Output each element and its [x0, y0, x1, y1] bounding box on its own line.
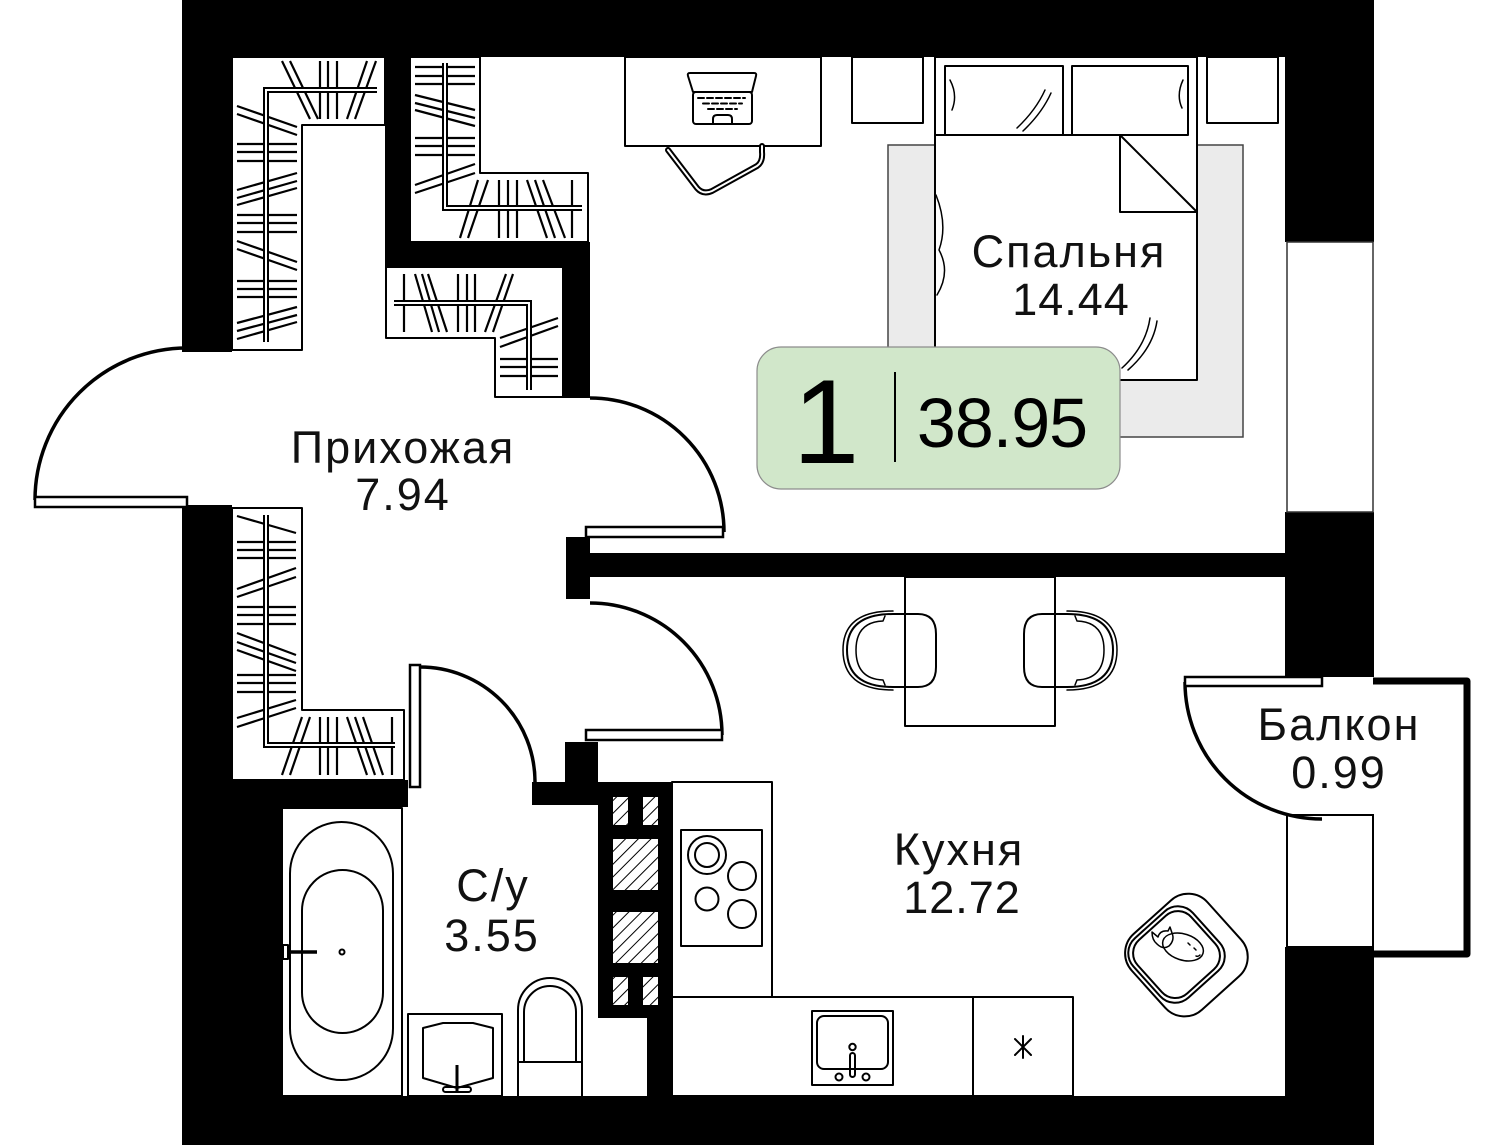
laptop-icon [686, 72, 758, 125]
bedroom-door-icon [584, 396, 726, 539]
badge-background [756, 346, 1121, 490]
pillow-right [1071, 65, 1189, 136]
room-area-bedroom: 14.44 [1012, 274, 1130, 325]
washbasin-icon [407, 1013, 503, 1097]
room-bathroom: С/у 3.55 [444, 860, 540, 961]
wall-door-jamb-upper [566, 537, 590, 599]
ventilation-hatches [613, 797, 658, 1005]
double-bed-icon [934, 56, 1198, 381]
room-area-kitchen: 12.72 [903, 872, 1021, 923]
wall-wardrobe-divider [385, 57, 410, 268]
room-balcony: Балкон 0.99 [1258, 699, 1421, 798]
wall-wardrobe-right [563, 242, 590, 398]
dining-table-icon [904, 576, 1056, 727]
wall-bathroom-left [182, 780, 282, 1145]
wall-bedroom-kitchen [566, 553, 1285, 577]
ventilation-shaft-icon [598, 782, 672, 1018]
pillow-left [944, 65, 1064, 136]
wall-left-upper [182, 0, 232, 352]
wall-right-middle [1285, 512, 1374, 677]
stove-counter [671, 781, 773, 998]
desk-icon [624, 56, 822, 147]
room-area-bathroom: 3.55 [444, 910, 540, 961]
room-area-balcony: 0.99 [1291, 747, 1387, 798]
room-hallway: Прихожая 7.94 [291, 422, 516, 520]
room-name-bedroom: Спальня [972, 226, 1167, 277]
room-name-hallway: Прихожая [291, 422, 516, 473]
kitchen-door-icon [584, 601, 724, 742]
badge-room-count: 1 [793, 355, 860, 489]
lower-counter [671, 996, 1074, 1097]
toilet-icon [517, 977, 583, 1097]
room-bedroom: Спальня 14.44 [972, 226, 1167, 325]
entry-door-icon [33, 346, 189, 509]
room-area-hallway: 7.94 [355, 469, 451, 520]
window-bedroom [1286, 241, 1374, 513]
bathroom-door-icon [408, 663, 537, 789]
bathtub-icon [281, 807, 403, 1097]
wardrobe-top-left [231, 56, 386, 351]
nightstand-left [851, 56, 924, 124]
fridge-icon [1014, 1035, 1032, 1059]
room-kitchen: Кухня 12.72 [894, 824, 1024, 923]
room-name-kitchen: Кухня [894, 824, 1024, 875]
wardrobe-bottom-left [231, 507, 405, 781]
wall-top [182, 0, 1374, 57]
window-balcony [1286, 814, 1374, 948]
cat-icon [1151, 926, 1205, 962]
nightstand-right [1206, 56, 1279, 124]
wardrobe-top-middle [409, 56, 589, 243]
dining-chair-left [842, 610, 937, 691]
wall-right-bottom [1285, 947, 1374, 1145]
balcony-door-icon [1183, 675, 1324, 821]
wardrobe-middle [385, 266, 564, 398]
badge-total-area: 38.95 [917, 384, 1087, 462]
wall-hall-bathroom [232, 780, 408, 807]
desk-chair-icon [665, 143, 766, 196]
armchair-with-cat-icon [1124, 892, 1249, 1018]
room-name-balcony: Балкон [1258, 699, 1421, 750]
wall-wardrobe-horizontal [385, 242, 590, 268]
balcony-frame [1373, 677, 1471, 958]
stove-icon [680, 829, 763, 947]
dining-chair-right [1023, 610, 1118, 691]
walls [182, 0, 1374, 1145]
wall-bottom [182, 1096, 1374, 1145]
summary-badge: 1 38.95 [756, 346, 1121, 490]
wall-vent-lower [647, 1018, 672, 1096]
kitchen-sink-icon [811, 1010, 894, 1086]
wall-right-top [1285, 0, 1374, 242]
room-name-bathroom: С/у [456, 860, 530, 911]
